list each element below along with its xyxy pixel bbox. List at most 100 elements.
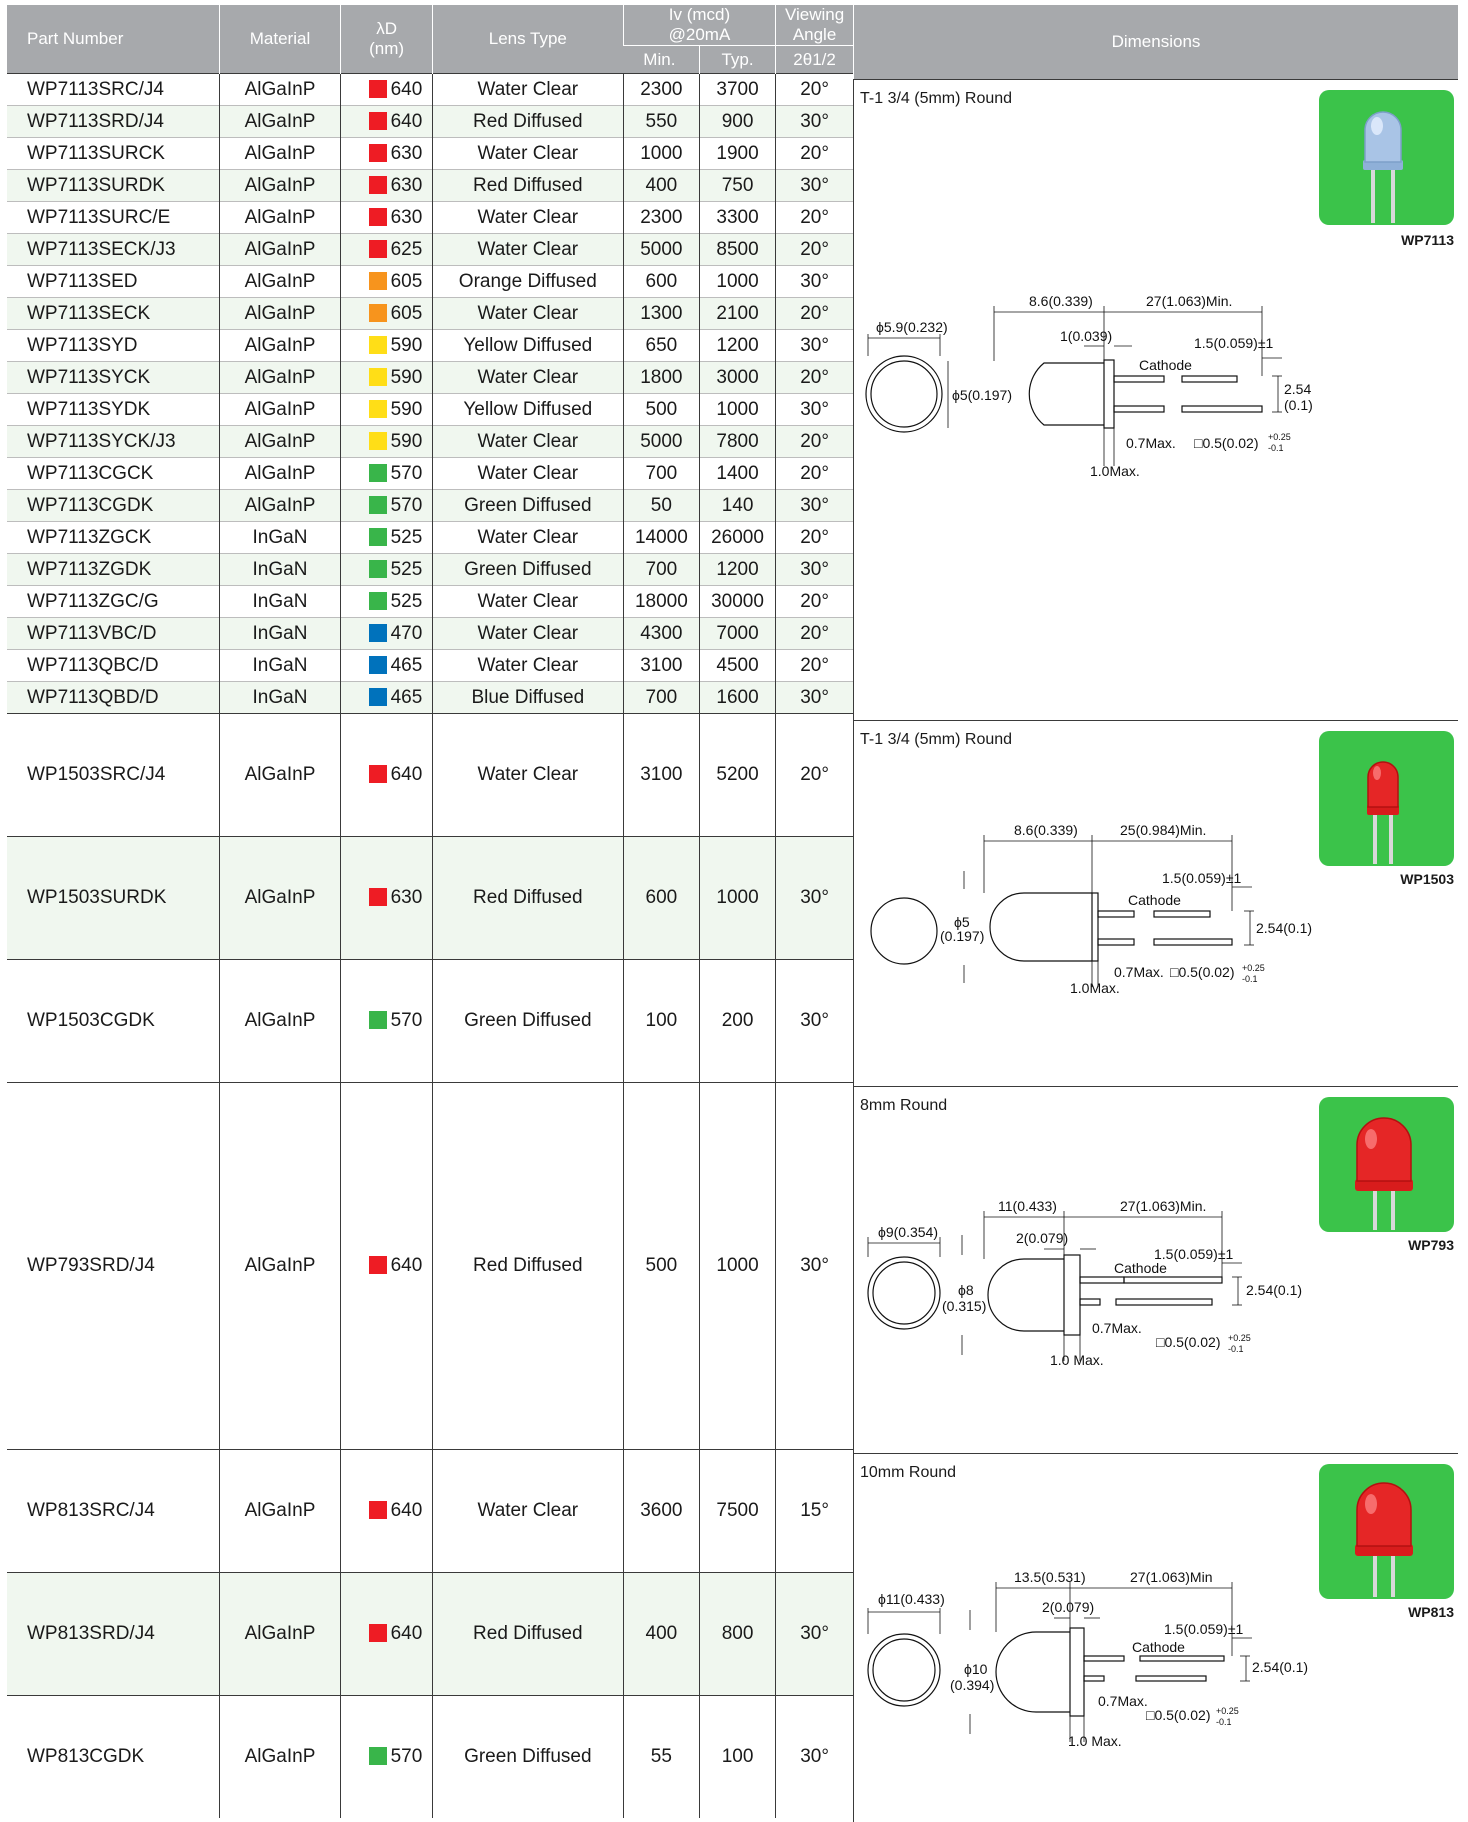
header-angle-sub: 2θ1/2 [775, 45, 853, 74]
dimension-panel-wp793: 8mm Round WP793 ϕ9(0.354) [853, 1086, 1458, 1453]
wavelength-wrap: 570 [357, 1010, 422, 1032]
photo-label: WP1503 [1400, 871, 1454, 887]
material-cell: AlGaInP [218, 201, 341, 234]
lens-type-cell: Red Diffused [431, 1572, 624, 1696]
wavelength-cell: 605 [340, 297, 433, 330]
wavelength-wrap: 590 [357, 399, 422, 421]
wavelength-value: 640 [390, 1500, 423, 1521]
dim-tolerance: 1.5(0.059)±1 [1162, 870, 1242, 886]
lens-type-cell: Red Diffused [431, 1082, 624, 1450]
dim-body-diameter-a: ϕ8 [958, 1282, 974, 1298]
viewing-angle-cell: 20° [775, 425, 853, 458]
lens-type-cell: Red Diffused [431, 169, 624, 202]
wavelength-value: 525 [390, 590, 423, 612]
package-title: 10mm Round [860, 1464, 957, 1481]
wavelength-cell: 630 [340, 169, 433, 202]
wavelength-value: 640 [390, 110, 423, 132]
dim-body-length: 13.5(0.531) [1014, 1569, 1086, 1585]
color-swatch-icon [368, 111, 387, 130]
iv-typ-cell: 100 [698, 1695, 776, 1818]
wavelength-value: 640 [390, 78, 423, 100]
iv-typ-cell: 750 [698, 169, 776, 202]
wavelength-value: 465 [390, 654, 423, 676]
wavelength-wrap: 465 [357, 655, 422, 677]
wavelength-wrap: 605 [357, 303, 422, 325]
wavelength-cell: 590 [340, 329, 433, 362]
part-number-cell: WP7113SRD/J4 [7, 105, 220, 138]
wavelength-value: 465 [390, 686, 423, 708]
wavelength-cell: 570 [340, 457, 433, 490]
dim-body-length: 11(0.433) [998, 1198, 1057, 1214]
dim-body-length: 8.6(0.339) [1014, 822, 1078, 838]
wavelength-value: 470 [390, 622, 423, 644]
dim-10-max: 1.0 Max. [1050, 1352, 1104, 1368]
wavelength-value: 570 [390, 1010, 423, 1031]
material-cell: AlGaInP [218, 1572, 341, 1696]
color-swatch-icon [368, 271, 387, 290]
wavelength-value: 590 [390, 398, 423, 420]
part-number-cell: WP7113SECK/J3 [7, 233, 220, 266]
color-swatch-icon [368, 527, 387, 546]
lens-type-cell: Green Diffused [431, 489, 624, 522]
viewing-angle-cell: 20° [775, 649, 853, 682]
iv-typ-cell: 7500 [698, 1449, 776, 1573]
viewing-angle-cell: 30° [775, 105, 853, 138]
dim-07-max: 0.7Max. [1126, 435, 1176, 451]
dim-lead-square: □0.5(0.02) [1146, 1707, 1211, 1723]
part-number-cell: WP7113CGCK [7, 457, 220, 490]
wavelength-value: 630 [390, 887, 423, 908]
color-swatch-icon [368, 399, 387, 418]
dim-flange: 2(0.079) [1016, 1230, 1068, 1246]
wavelength-cell: 590 [340, 425, 433, 458]
iv-min-cell: 55 [622, 1695, 700, 1818]
wavelength-cell: 625 [340, 233, 433, 266]
iv-min-cell: 600 [622, 265, 700, 298]
viewing-angle-cell: 20° [775, 361, 853, 394]
iv-min-cell: 2300 [622, 73, 700, 106]
iv-min-cell: 650 [622, 329, 700, 362]
viewing-angle-cell: 20° [775, 233, 853, 266]
color-swatch-icon [368, 1501, 387, 1519]
wavelength-cell: 570 [340, 489, 433, 522]
iv-min-cell: 700 [622, 457, 700, 490]
header-angle: Viewing Angle [775, 5, 853, 46]
dim-body-diameter-b: (0.315) [942, 1298, 986, 1314]
iv-min-cell: 5000 [622, 425, 700, 458]
part-number-cell: WP813SRC/J4 [7, 1449, 220, 1573]
material-cell: AlGaInP [218, 265, 341, 298]
part-number-cell: WP7113SURCK [7, 137, 220, 170]
color-swatch-icon [368, 1747, 387, 1765]
material-cell: AlGaInP [218, 1695, 341, 1818]
lens-type-cell: Water Clear [431, 361, 624, 394]
color-swatch-icon [368, 1256, 387, 1274]
viewing-angle-cell: 20° [775, 521, 853, 554]
iv-min-cell: 500 [622, 1082, 700, 1450]
iv-typ-cell: 3300 [698, 201, 776, 234]
iv-min-cell: 400 [622, 1572, 700, 1696]
dim-pitch-a: 2.54 [1284, 381, 1311, 397]
wavelength-wrap: 470 [357, 623, 422, 645]
wavelength-cell: 590 [340, 361, 433, 394]
dim-07-max: 0.7Max. [1092, 1320, 1142, 1336]
wavelength-cell: 465 [340, 681, 433, 714]
iv-min-cell: 700 [622, 553, 700, 586]
material-cell: AlGaInP [218, 169, 341, 202]
led-photo-wp793 [1319, 1097, 1454, 1232]
part-number-cell: WP1503SURDK [7, 836, 220, 960]
iv-typ-cell: 1000 [698, 1082, 776, 1450]
material-cell: AlGaInP [218, 457, 341, 490]
lens-type-cell: Water Clear [431, 649, 624, 682]
wavelength-value: 640 [390, 1623, 423, 1644]
wavelength-cell: 630 [340, 836, 433, 960]
part-number-cell: WP793SRD/J4 [7, 1082, 220, 1450]
dim-pitch: 2.54(0.1) [1256, 920, 1312, 936]
color-swatch-icon [368, 335, 387, 354]
wavelength-value: 625 [390, 238, 423, 260]
wavelength-wrap: 590 [357, 335, 422, 357]
iv-min-cell: 50 [622, 489, 700, 522]
